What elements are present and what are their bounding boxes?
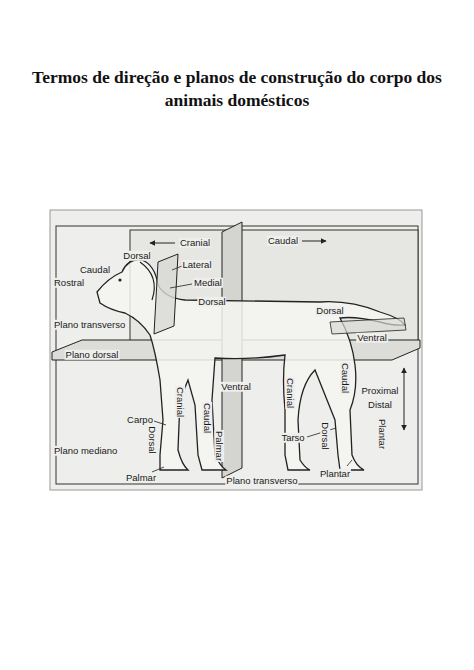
direction-label: Distal: [367, 400, 393, 410]
direction-label: Dorsal: [122, 251, 151, 261]
direction-label: Ventral: [220, 382, 252, 392]
caudal-arrow: [302, 241, 326, 242]
dog-ear: [140, 262, 154, 300]
direction-label: Carpo: [126, 415, 154, 425]
vertical-label: Dorsal: [147, 425, 157, 454]
direction-label: Plano dorsal: [65, 350, 120, 360]
direction-label: Palmar: [125, 473, 157, 483]
direction-label: Plano transverso: [53, 320, 126, 330]
vertical-label: Cranial: [175, 386, 185, 418]
vertical-label: Caudal: [202, 402, 212, 434]
vertical-label: Cranial: [285, 377, 295, 409]
direction-label: Rostral: [53, 278, 85, 288]
dog-outline: [97, 260, 405, 470]
leader-line: [170, 284, 192, 288]
direction-label: Lateral: [181, 260, 212, 270]
direction-label: Cranial: [179, 238, 211, 248]
leader-line: [347, 460, 352, 466]
direction-label: Proximal: [361, 386, 400, 396]
figure-ground: [50, 210, 422, 490]
direction-label: Tarso: [280, 433, 305, 443]
direction-label: Ventral: [356, 333, 388, 343]
cranial-arrow: [150, 243, 175, 244]
direction-label: Plantar: [319, 469, 351, 479]
vertical-label: Plantar: [377, 418, 387, 450]
direction-label: Dorsal: [197, 297, 226, 307]
vertical-label: Dorsal: [320, 421, 330, 450]
direction-label: Medial: [193, 278, 223, 288]
neck-plane: [154, 254, 178, 334]
direction-label: Caudal: [79, 265, 111, 275]
page-title: Termos de direção e planos de construção…: [30, 66, 444, 112]
direction-label: Plano transverso: [225, 476, 298, 486]
proximal-distal-arrow: [404, 368, 405, 430]
direction-label: Dorsal: [315, 306, 344, 316]
vertical-label: Palmar: [214, 430, 224, 462]
leader-line: [152, 467, 164, 472]
vertical-label: Caudal: [340, 362, 350, 394]
direction-label: Caudal: [267, 236, 299, 246]
tail-plane: [330, 318, 406, 334]
dog-eye: [118, 278, 121, 281]
direction-label: Plano mediano: [53, 446, 118, 456]
